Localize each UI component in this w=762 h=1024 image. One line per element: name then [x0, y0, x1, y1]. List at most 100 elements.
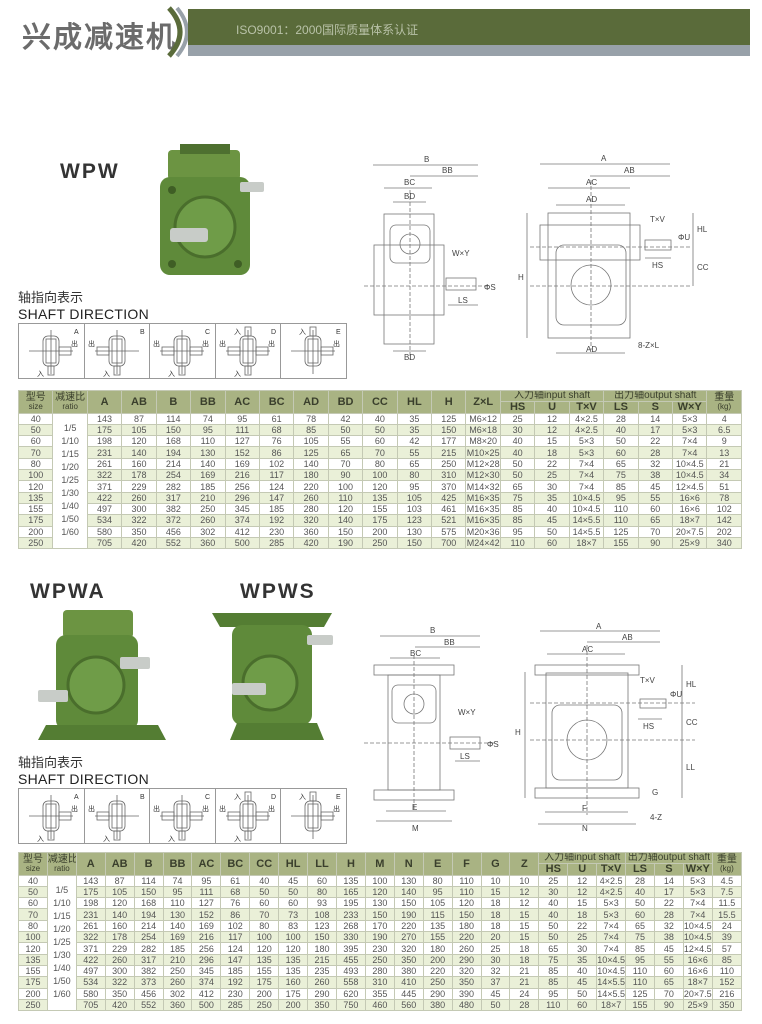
cell-value: 76 [220, 897, 251, 910]
svg-text:N: N [582, 824, 588, 833]
cell-value: 13 [706, 446, 742, 459]
cell-value: 124 [258, 480, 295, 493]
svg-text:出: 出 [219, 339, 226, 348]
cell-size: 40 [17, 412, 54, 425]
cell-value: 86 [220, 908, 251, 921]
col-dim: AC [191, 852, 222, 876]
cell-value: 80 [422, 874, 453, 887]
svg-text:出: 出 [268, 804, 275, 813]
cell-value: 10 [480, 874, 511, 887]
cell-size: 155 [18, 964, 48, 978]
cell-value: 65 [637, 514, 674, 527]
svg-text:出: 出 [219, 804, 226, 813]
cell-value: 371 [75, 942, 106, 955]
cell-value: 65 [653, 976, 684, 989]
cell-value: 4.5 [711, 874, 743, 887]
cell-value: 254 [155, 469, 192, 482]
cell-value: 552 [133, 998, 164, 1012]
cell-value: 143 [86, 412, 123, 425]
cell-value: 500 [224, 536, 260, 550]
col-dim: B [155, 390, 192, 414]
cell-value: 150 [431, 423, 467, 437]
svg-text:M: M [412, 824, 419, 833]
col-shaft: U [534, 401, 570, 414]
cell-value: 216 [711, 987, 743, 1000]
cell-value: 620 [335, 987, 366, 1000]
svg-text:AB: AB [624, 166, 635, 175]
cell-value: 16×6 [672, 491, 708, 504]
cell-value: 100 [327, 480, 364, 493]
col-shaft: T×V [568, 401, 605, 414]
cell-value: 215 [431, 446, 467, 459]
cell-value: 65 [538, 942, 569, 955]
cell-value: 28 [625, 874, 655, 887]
cell-value: 14 [653, 874, 684, 887]
cell-value: 28 [637, 446, 674, 459]
cell-value: 57 [711, 942, 743, 955]
col-shaft: HS [499, 401, 536, 414]
cell-value: 250 [422, 976, 453, 989]
cell-value: 130 [162, 908, 193, 921]
cell-value: 45 [567, 976, 598, 989]
col-dim: BD [327, 390, 364, 414]
cell-value: 142 [706, 514, 742, 527]
cell-value: 5×3 [672, 412, 708, 425]
cell-value: 5×3 [672, 423, 708, 437]
cell-value: 85 [603, 480, 639, 493]
cell-value: 290 [307, 987, 337, 1000]
cell-value: 105 [422, 897, 453, 910]
col-dim: B [133, 852, 164, 876]
cell-value: M8×20 [465, 435, 501, 448]
cell-value: 22 [534, 457, 570, 471]
cell-value: 371 [86, 480, 123, 493]
cell-value: 70 [637, 525, 674, 538]
cell-value: 198 [86, 435, 123, 448]
cell-value: 38 [653, 931, 684, 944]
svg-text:AB: AB [622, 633, 633, 642]
cell-value: 123 [307, 919, 337, 933]
cell-value: 580 [75, 987, 106, 1000]
cell-value: 420 [121, 536, 157, 550]
cell-value: 16×6 [682, 953, 713, 966]
svg-text:出: 出 [333, 339, 340, 348]
cell-value: 169 [162, 931, 193, 944]
svg-text:HL: HL [697, 225, 708, 234]
cell-value: 230 [364, 942, 395, 955]
cell-value: 290 [422, 987, 453, 1000]
cell-value: 18 [509, 942, 540, 955]
cell-value: 38 [637, 469, 674, 482]
cell-value: 230 [220, 987, 251, 1000]
cell-value: 85 [293, 423, 329, 437]
cell-value: 178 [104, 931, 135, 944]
cell-value: 169 [191, 919, 222, 933]
cell-value: 7×4 [568, 457, 605, 471]
cell-value: 35 [396, 412, 433, 425]
cell-value: 350 [451, 976, 482, 989]
cell-value: 117 [258, 469, 295, 482]
direction-letter: B [140, 329, 145, 336]
cell-value: 250 [162, 964, 193, 978]
cell-value: 180 [451, 919, 482, 933]
cell-value: 534 [86, 514, 123, 527]
cell-value: 355 [364, 987, 395, 1000]
col-dim: CC [249, 852, 280, 876]
cell-value: 200 [362, 525, 398, 538]
cell-value: 65 [603, 457, 639, 471]
cell-value: 10×4.5 [596, 964, 627, 978]
cell-value: 130 [190, 446, 226, 459]
cell-size: 80 [18, 919, 48, 933]
svg-text:入: 入 [234, 793, 241, 801]
svg-text:入: 入 [103, 835, 110, 843]
cell-value: 18×7 [596, 998, 627, 1012]
cell-value: 80 [307, 885, 337, 899]
cell-value: 250 [431, 457, 467, 471]
cell-value: 115 [422, 908, 453, 921]
cell-value: 75 [499, 491, 536, 504]
cell-value: 231 [75, 908, 106, 921]
cell-value: 14×5.5 [568, 525, 605, 538]
cell-value: 95 [191, 874, 222, 887]
